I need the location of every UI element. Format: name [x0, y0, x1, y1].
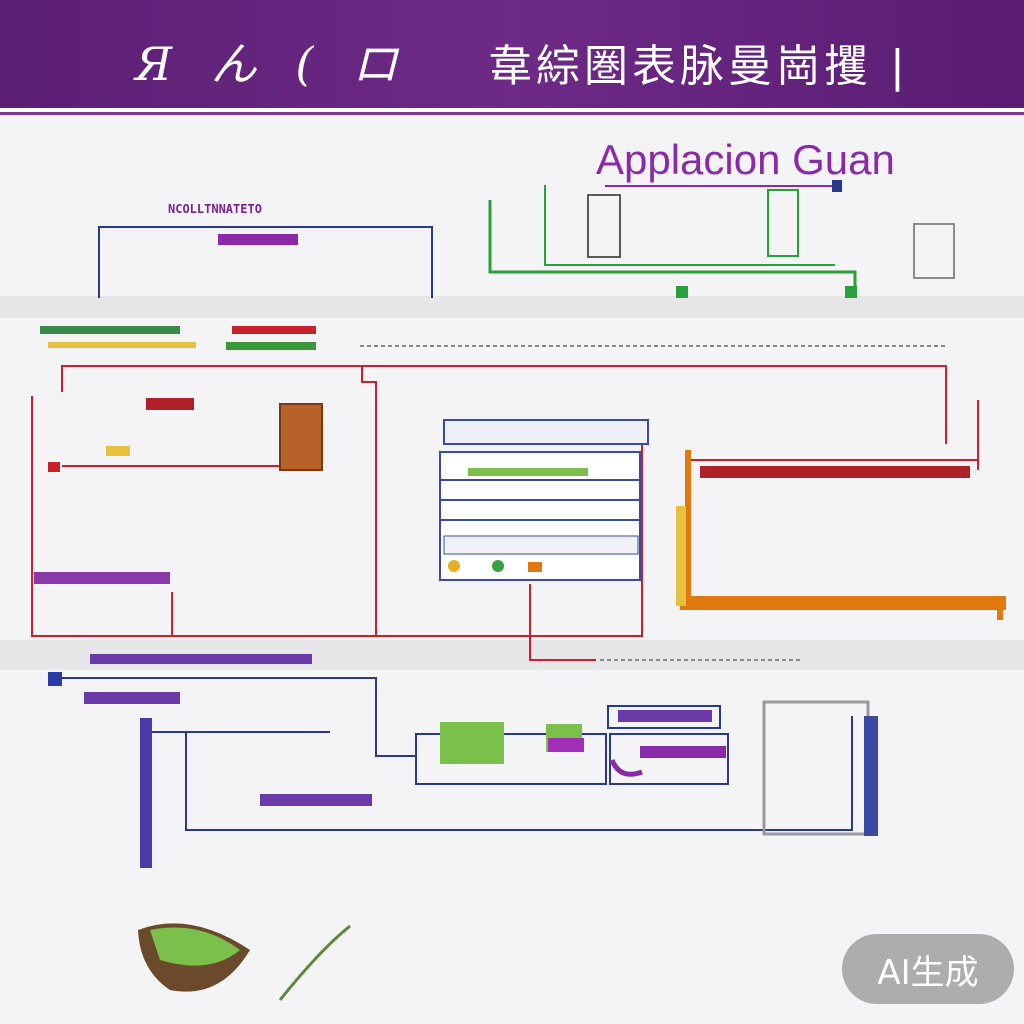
- green-module: [488, 180, 955, 298]
- leaf-green: [150, 927, 240, 966]
- item-red-dot: [48, 462, 60, 472]
- brown-device: [279, 403, 323, 471]
- connector-red: [31, 365, 979, 661]
- item-purple-bar: [34, 572, 170, 584]
- mid-strip-purple: [90, 654, 312, 664]
- diagram-title: Applacion Guan: [596, 136, 895, 183]
- connector-blue-bracket: [98, 226, 433, 298]
- leaf-stroke: [278, 924, 351, 1001]
- strip-mix: [226, 342, 316, 350]
- bottom-boxes: [415, 705, 729, 785]
- item-yellow: [106, 446, 130, 456]
- purple-label-bottom: [84, 692, 180, 704]
- strip-red: [232, 326, 316, 334]
- blue-node: [48, 672, 62, 686]
- central-window: [439, 419, 649, 581]
- diagram-label: NCOLLTNNATETO: [168, 202, 262, 216]
- connector-blue: [62, 677, 853, 831]
- orange-frame: [676, 450, 1006, 620]
- label-bar-purple: [218, 234, 298, 245]
- tall-column: [140, 718, 152, 868]
- strip-green: [40, 326, 180, 334]
- band-top: [0, 296, 1024, 318]
- item-red-small: [146, 398, 194, 410]
- purple-label-lower: [260, 794, 372, 806]
- strip-yellow: [48, 342, 196, 348]
- banner-left-text: Я ん ( ロ: [135, 37, 410, 91]
- right-device-bar: [864, 716, 878, 836]
- header-banner: Я ん ( ロ 韋綜圏表脉曼崗攫 |: [0, 0, 1024, 112]
- ai-generated-badge: AI生成: [842, 934, 1014, 1004]
- banner-right-text: 韋綜圏表脉曼崗攫 |: [488, 41, 909, 92]
